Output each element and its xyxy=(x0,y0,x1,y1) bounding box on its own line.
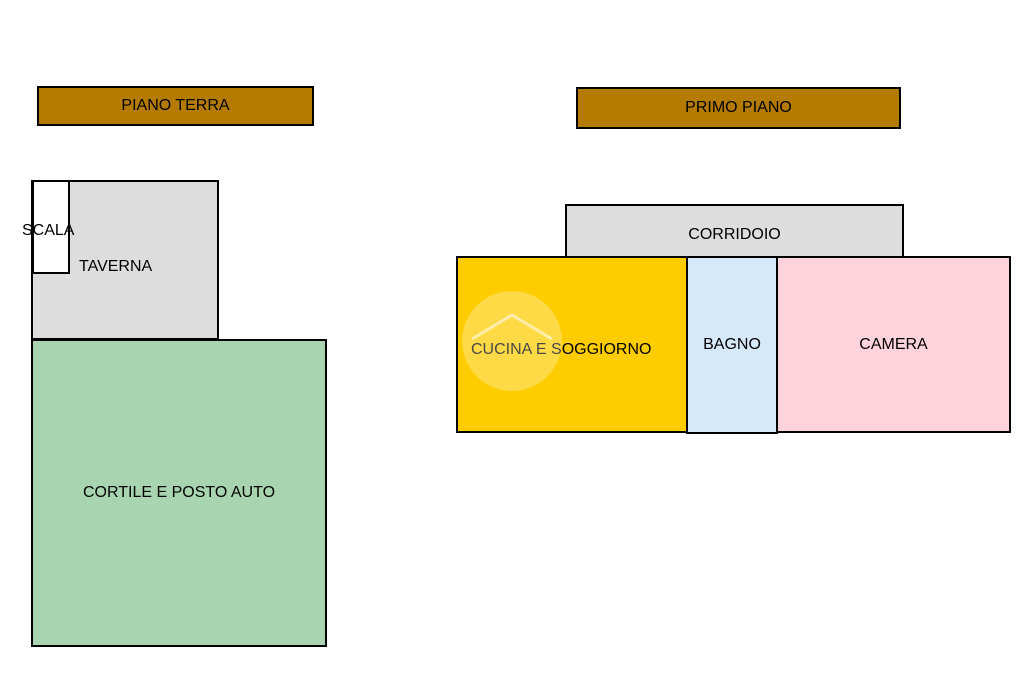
room-bagno-label: BAGNO xyxy=(703,336,761,353)
room-corridoio-label: CORRIDOIO xyxy=(688,225,781,243)
room-cucina-soggiorno: CUCINA E SOGGIORNO xyxy=(456,256,689,433)
room-cortile: CORTILE E POSTO AUTO xyxy=(31,339,327,647)
room-scala-label: SCALA xyxy=(22,222,75,239)
room-taverna-label: TAVERNA xyxy=(79,258,153,275)
first-floor-title: PRIMO PIANO xyxy=(576,87,901,129)
room-cucina-label: CUCINA E SOGGIORNO xyxy=(471,341,652,358)
room-corridoio: CORRIDOIO xyxy=(565,204,904,259)
room-scala xyxy=(32,180,70,274)
room-camera: CAMERA xyxy=(776,256,1011,433)
room-camera-label: CAMERA xyxy=(859,335,928,353)
ground-floor-title-text: PIANO TERRA xyxy=(121,97,230,114)
room-cortile-label: CORTILE E POSTO AUTO xyxy=(82,484,276,501)
ground-floor-title: PIANO TERRA xyxy=(37,86,314,126)
room-bagno: BAGNO xyxy=(686,256,778,434)
first-floor-title-text: PRIMO PIANO xyxy=(685,99,792,116)
